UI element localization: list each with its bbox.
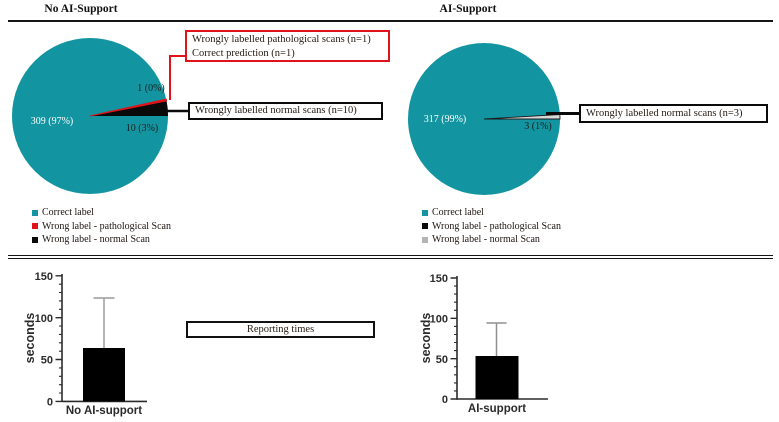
legend-item: Correct label [32,206,171,220]
pie-left-black-label: 10 (3%) [126,123,159,134]
panel-title-ai: AI-Support [439,3,497,15]
legend-label: Wrong label - normal Scan [432,234,540,246]
x-axis-category-label: AI-support [468,403,526,415]
reporting-times-box: Reporting times [186,321,375,338]
legend-label: Correct label [432,207,484,219]
callout-box-pathological: Wrongly labelled pathological scans (n=1… [185,30,390,62]
pie-charts-svg: 309 (97%) 1 (0%) 10 (3%) 317 (99%) 3 (1%… [12,38,579,195]
top-divider-line [8,20,773,22]
y-tick-label: 100 [430,314,448,326]
pie-left-red-label: 1 (0%) [137,83,165,94]
y-tick-label: 150 [35,271,53,283]
legend-right: Correct label Wrong label - pathological… [422,206,561,247]
bar-ai-support [475,356,519,399]
callout-normal-left-text: Wrongly labelled normal scans (n=10) [195,105,357,117]
legend-label: Wrong label - pathological Scan [432,220,561,232]
callout-normal-right-text: Wrongly labelled normal scans (n=3) [586,107,743,119]
legend-swatch-teal [422,209,428,216]
legend-item: Wrong label - pathological Scan [422,220,561,234]
pie-right-main-label: 317 (99%) [424,114,467,125]
y-tick-label: 150 [430,273,448,285]
legend-item: Wrong label - pathological Scan [32,220,171,234]
y-axis-major-ticks [55,275,62,403]
reporting-times-label: Reporting times [246,324,315,335]
legend-item: Wrong label - normal Scan [32,233,171,247]
y-tick-label: 0 [442,394,448,406]
legend-swatch-gray [422,236,428,243]
legend-item: Wrong label - normal Scan [422,233,561,247]
callout-pathological-line1: Wrongly labelled pathological scans (n=1… [192,34,371,45]
pie-left-wrong-pathological-slice [89,98,168,117]
y-axis-title: seconds [23,313,37,364]
y-axis-title: seconds [419,313,433,364]
section-divider-line [8,255,773,260]
legend-swatch-black [422,223,428,230]
legend-item: Correct label [422,206,561,220]
callout-box-normal-right: Wrongly labelled normal scans (n=3) [579,104,768,123]
legend-label: Correct label [42,207,94,219]
legend-label: Wrong label - normal Scan [42,234,150,246]
callout-pathological-line2: Correct prediction (n=1) [192,47,295,59]
y-tick-label: 100 [35,313,53,325]
y-axis-minor-ticks [454,285,457,392]
callout-line-red [169,55,185,100]
pie-left-main-label: 309 (97%) [31,116,74,127]
legend-swatch-red [32,223,38,230]
legend-label: Wrong label - pathological Scan [42,220,171,232]
x-axis-category-label: No AI-support [66,405,142,417]
legend-swatch-black [32,236,38,243]
bar-charts-svg: 150 100 50 0 No AI-support seconds 150 1… [23,271,548,417]
callout-box-normal-left: Wrongly labelled normal scans (n=10) [188,102,383,120]
legend-left: Correct label Wrong label - pathological… [32,206,171,247]
bar-chart-ai: 150 100 50 0 AI-support seconds [419,273,548,415]
y-axis-minor-ticks [59,283,62,394]
y-tick-label: 50 [436,354,448,366]
bar-no-ai-support [83,348,125,402]
y-axis-major-ticks [450,277,457,400]
pie-right-gray-label: 3 (1%) [524,121,552,132]
panel-title-no-ai: No AI-Support [44,3,118,15]
bar-chart-no-ai: 150 100 50 0 No AI-support seconds [23,271,147,417]
y-tick-label: 0 [47,396,53,408]
legend-swatch-teal [32,209,38,216]
y-tick-label: 50 [41,355,53,367]
